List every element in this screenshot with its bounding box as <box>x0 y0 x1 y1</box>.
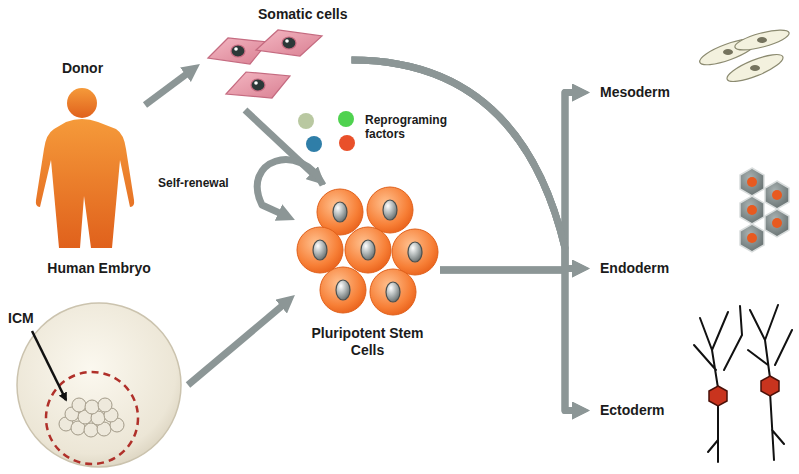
endoderm-cells <box>740 168 789 252</box>
edge-label: Reprograming factors <box>365 113 463 141</box>
stem-cell-nuclei <box>313 200 422 302</box>
node-heading: Ectoderm <box>600 402 665 419</box>
factor-dots <box>298 111 355 152</box>
node-heading: Mesoderm <box>600 84 670 101</box>
node-heading: Donor <box>62 60 103 77</box>
node-heading: Somatic cells <box>258 6 348 23</box>
neuron-bodies <box>709 376 779 406</box>
part-label: ICM <box>8 310 34 327</box>
germ-layer-node: Mesoderm <box>590 30 795 125</box>
germ-layer-node: Endoderm <box>590 150 795 280</box>
embryo-node: Human Embryo <box>10 255 188 470</box>
ectoderm-neurons <box>694 305 792 462</box>
node-heading: Endoderm <box>600 260 669 277</box>
stem-cells-node: Pluripotent Stem Cells <box>295 185 440 375</box>
flow-arrow <box>440 270 580 411</box>
flow-arrow <box>352 60 581 411</box>
flow-arrow <box>188 301 287 385</box>
node-heading: Pluripotent Stem Cells <box>312 325 424 359</box>
mesoderm-cells <box>697 26 791 87</box>
somatic-cells <box>208 30 322 98</box>
flow-arrow <box>440 93 580 271</box>
germ-layer-node: Ectoderm <box>590 290 795 470</box>
flow-arrow <box>145 70 192 105</box>
icm-leader <box>32 331 66 400</box>
donor-head <box>67 88 97 118</box>
flow-arrow <box>257 160 323 216</box>
donor-body <box>36 119 134 248</box>
stem-cell-cluster <box>297 187 438 315</box>
donor-node: Donor <box>20 60 145 255</box>
somatic-cells-node: Somatic cells <box>200 4 352 110</box>
node-heading: Human Embryo <box>47 260 150 277</box>
donor-figure <box>36 88 134 248</box>
embryo-blastocyst <box>17 303 181 467</box>
edge-label: Self-renewal <box>158 176 229 190</box>
